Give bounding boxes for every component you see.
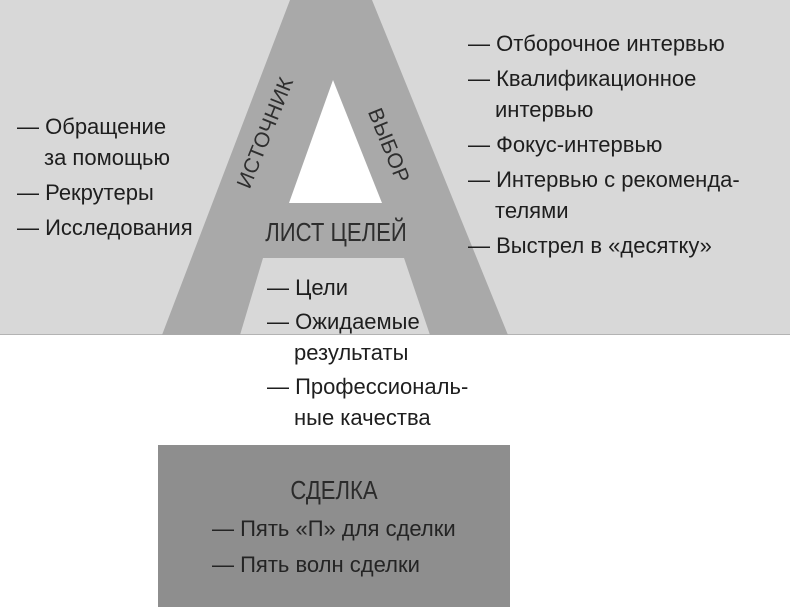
list-item: — Пять волн сделки: [212, 552, 420, 577]
deal-box-title: СДЕЛКА: [290, 475, 378, 505]
deal-box: СДЕЛКА — Пять «П» для сделки — Пять волн…: [158, 445, 510, 607]
list-item: — Цели: [267, 275, 349, 300]
list-item: — Обращение за помощью: [17, 114, 171, 170]
list-item: — Исследования: [17, 215, 193, 240]
list-item: — Рекрутеры: [17, 180, 154, 205]
list-item: — Фокус-интервью: [468, 132, 663, 157]
letter-a-shape: [162, 0, 508, 335]
source-items-list: — Обращение за помощью — Рекрутеры — Исс…: [17, 111, 237, 247]
goal-sheet-label: ЛИСТ ЦЕЛЕЙ: [265, 217, 407, 247]
choice-items-list: — Отборочное интервью — Квалификационное…: [468, 28, 778, 265]
list-item: — Профессиональ- ные качества: [267, 374, 469, 430]
list-item: — Интервью с рекоменда- телями: [468, 167, 740, 223]
goal-sheet-items-list: — Цели — Ожидаемые результаты — Професси…: [267, 272, 477, 436]
list-item: — Выстрел в «десятку»: [468, 233, 712, 258]
list-item: — Ожидаемые результаты: [267, 309, 420, 365]
list-item: — Пять «П» для сделки: [212, 516, 456, 541]
deal-items-list: — Пять «П» для сделки — Пять волн сделки: [212, 513, 492, 585]
a-counter-triangle: [289, 80, 382, 203]
list-item: — Квалификационное интервью: [468, 66, 697, 122]
list-item: — Отборочное интервью: [468, 31, 725, 56]
